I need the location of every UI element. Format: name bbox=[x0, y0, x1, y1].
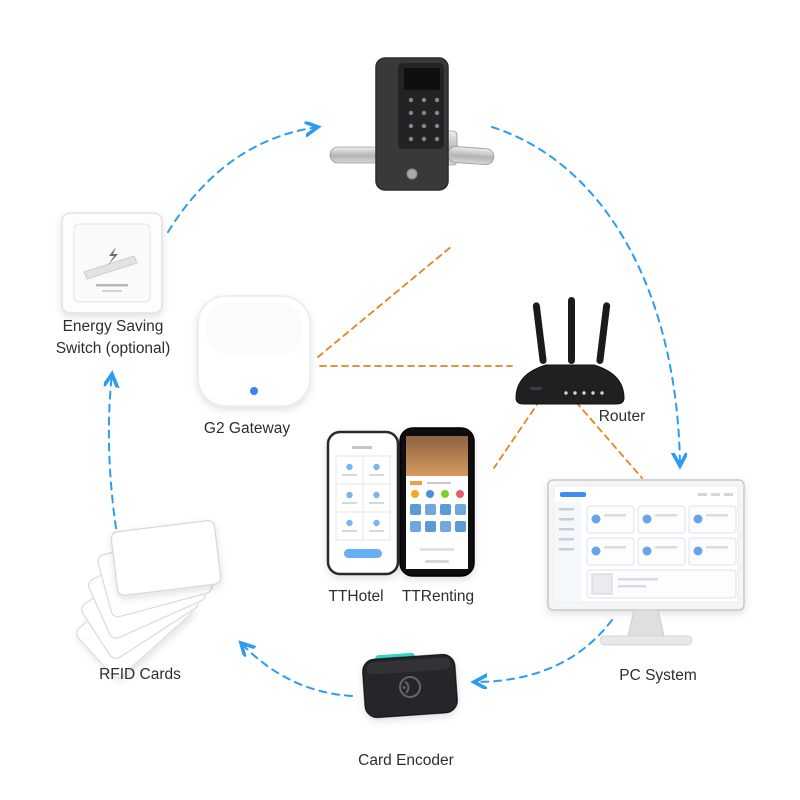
gateway-led bbox=[250, 387, 258, 395]
phone-tthotel-menu-grid bbox=[335, 455, 391, 541]
pc-ui-qr-code bbox=[591, 573, 613, 595]
arrow-lock-to-pc bbox=[491, 126, 680, 466]
pc-stand-base bbox=[599, 635, 693, 646]
pc-ui-bottom-lines bbox=[618, 578, 658, 588]
phone-tthotel-title-bar bbox=[352, 446, 372, 449]
network-links bbox=[317, 245, 643, 479]
phone-ttrenting-title-line bbox=[427, 482, 451, 484]
pc-ui-function-cards bbox=[586, 505, 737, 566]
phone-tthotel-action-button bbox=[344, 549, 382, 558]
link-router-to-pc bbox=[575, 401, 643, 479]
encoder-top-highlight bbox=[366, 657, 451, 675]
phone-ttrenting-footer-line bbox=[420, 548, 454, 551]
link-router-to-apps bbox=[493, 399, 541, 469]
lock-handle-right bbox=[447, 146, 495, 166]
tthotel-app-label: TTHotel bbox=[328, 588, 384, 605]
arrow-pc-to-encoder bbox=[474, 619, 613, 682]
card-encoder-label: Card Encoder bbox=[358, 752, 454, 769]
phone-ttrenting-illustration bbox=[399, 427, 475, 577]
phone-ttrenting-app-grid bbox=[410, 504, 466, 532]
card-encoder-illustration bbox=[362, 652, 458, 719]
phone-ttrenting-photo bbox=[406, 436, 468, 476]
gateway-illustration bbox=[197, 295, 311, 407]
switch-card-slot bbox=[83, 255, 138, 280]
rfid-cards-label: RFID Cards bbox=[99, 666, 181, 683]
phone-tthotel-menu-icons bbox=[346, 463, 380, 527]
phone-tthotel-menu-captions bbox=[342, 474, 384, 532]
router-illustration bbox=[515, 297, 625, 405]
lock-screen bbox=[404, 68, 440, 90]
flow-arrows bbox=[109, 126, 680, 697]
switch-lightning-icon bbox=[108, 247, 118, 265]
pc-ui-sidebar bbox=[554, 502, 581, 602]
router-status-leds bbox=[564, 391, 604, 395]
lock-keypad-dots bbox=[408, 97, 440, 142]
phone-ttrenting-category-icons bbox=[411, 490, 464, 498]
encoder-nfc-icon bbox=[399, 675, 422, 698]
arrow-encoder-to-cards bbox=[241, 643, 353, 697]
router-label: Router bbox=[598, 408, 646, 425]
arrow-switch-to-lock bbox=[167, 127, 318, 233]
pc-stand-neck bbox=[627, 609, 665, 637]
rfid-cards-illustration bbox=[76, 520, 222, 679]
rfid-card bbox=[110, 520, 222, 596]
router-antenna-middle bbox=[568, 297, 575, 364]
switch-caption-mark-2 bbox=[102, 290, 122, 292]
energy-switch-illustration bbox=[61, 212, 163, 314]
router-antenna-left bbox=[532, 302, 547, 364]
pc-system-label: PC System bbox=[619, 667, 697, 684]
link-gateway-to-lock bbox=[317, 245, 453, 358]
energy-switch-label: Energy Saving Switch (optional) bbox=[55, 318, 171, 358]
door-lock-illustration bbox=[329, 57, 495, 191]
pc-ui-sidebar-items bbox=[559, 508, 574, 551]
pc-ui-logo bbox=[560, 492, 586, 497]
lock-key-cylinder bbox=[406, 168, 418, 180]
pc-illustration bbox=[547, 479, 745, 646]
phone-ttrenting-tag bbox=[410, 481, 422, 485]
phone-tthotel-illustration bbox=[326, 430, 400, 576]
router-antenna-right bbox=[596, 302, 611, 364]
switch-caption-mark-1 bbox=[96, 284, 128, 287]
router-body bbox=[515, 364, 625, 405]
gateway-label: G2 Gateway bbox=[203, 420, 291, 437]
pc-ui-header-items bbox=[698, 493, 733, 496]
arrow-cards-to-switch bbox=[109, 374, 121, 555]
gateway-face-highlight bbox=[206, 303, 302, 355]
phone-ttrenting-home-indicator bbox=[425, 560, 449, 563]
ttrenting-app-label: TTRenting bbox=[401, 588, 475, 605]
router-logo-mark bbox=[530, 387, 542, 390]
pc-ui-bottom-panel bbox=[586, 569, 737, 599]
